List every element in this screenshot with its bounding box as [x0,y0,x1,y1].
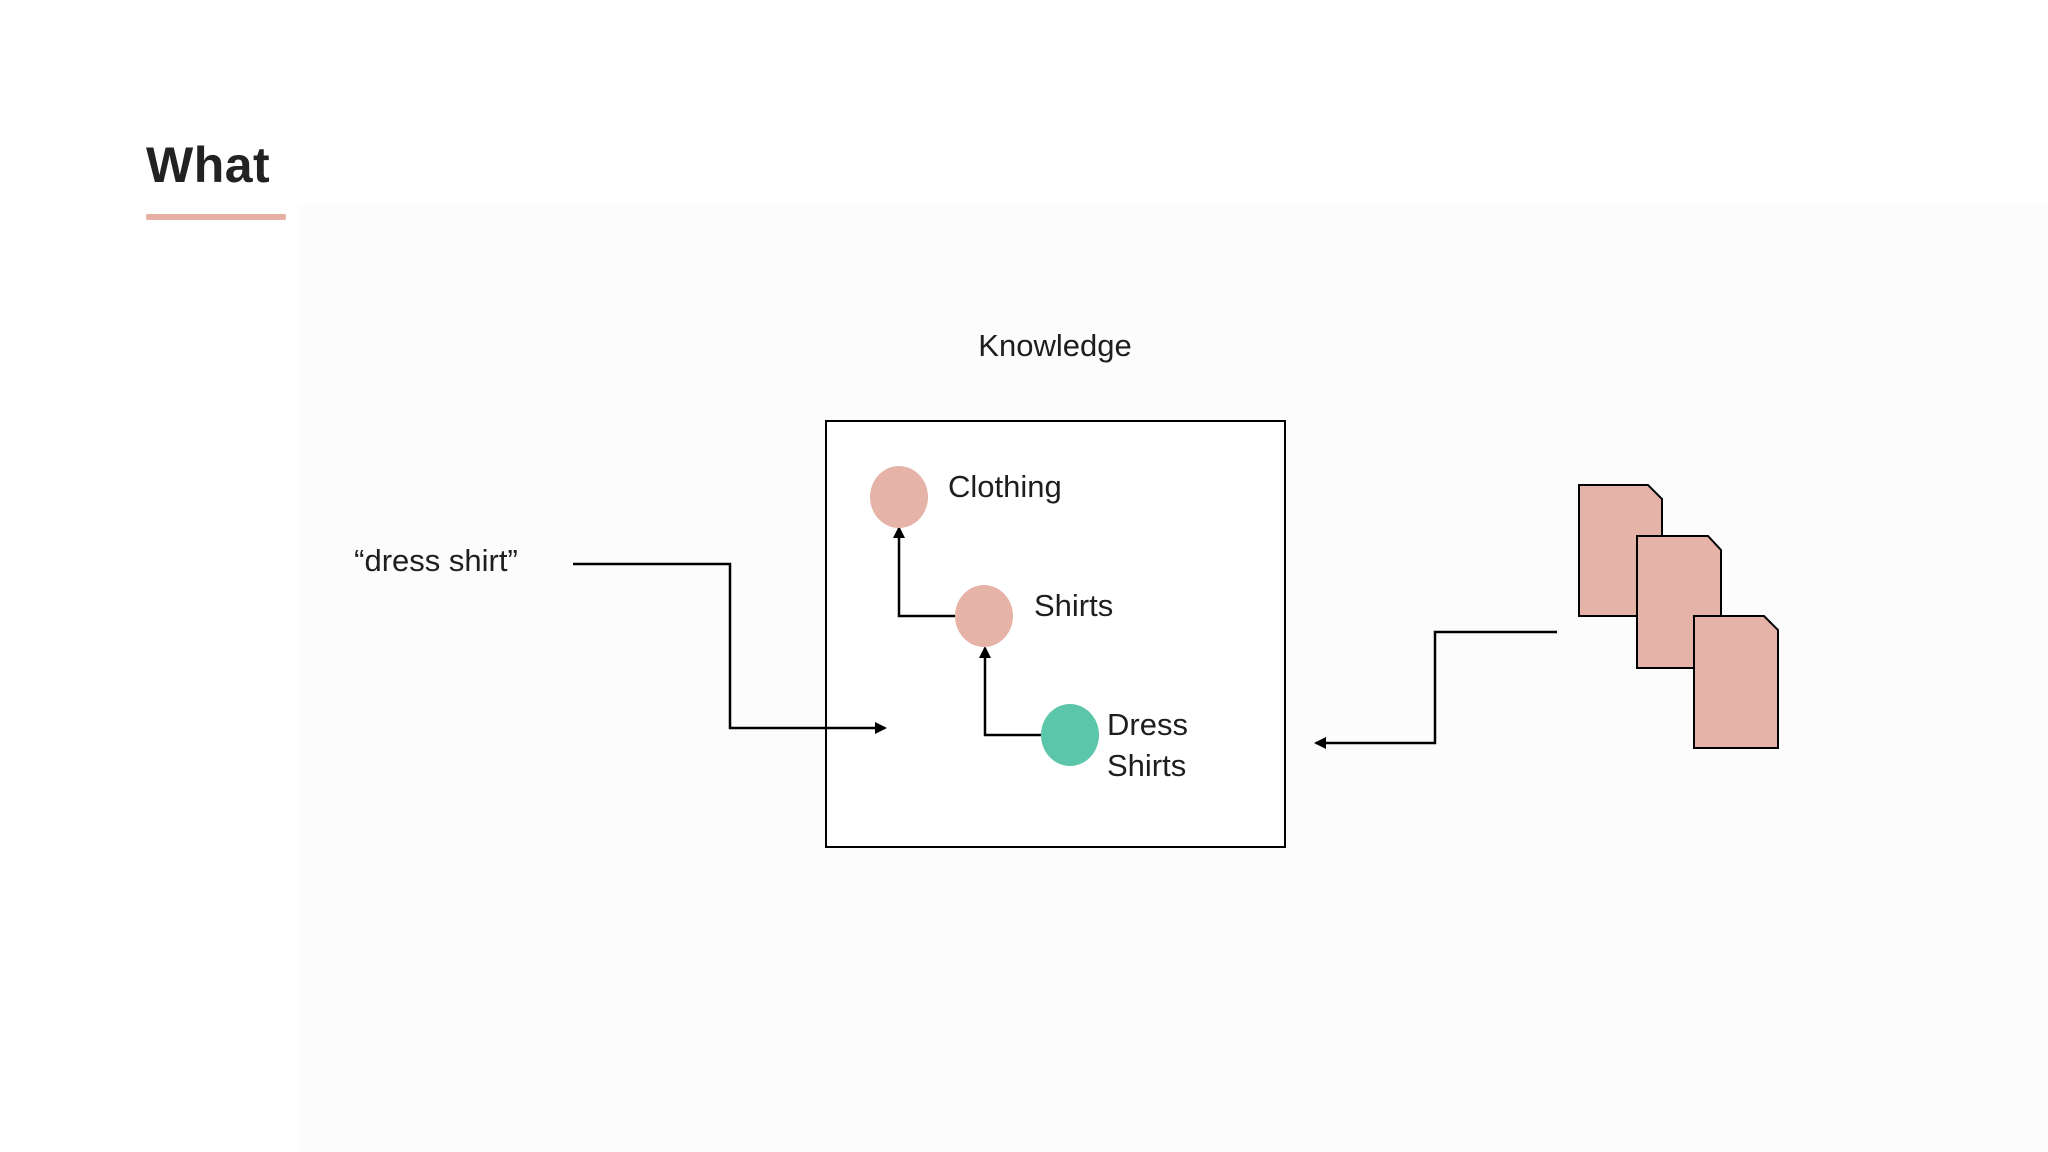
node-label-shirts-line2: Shirts [1107,748,1186,783]
query-label: “dress shirt” [354,543,518,578]
dress-shirts-to-shirts-arrow [979,646,1041,737]
node-dress-shirts [1041,704,1099,766]
node-label-dress: Dress [1107,707,1188,742]
knowledge-label: Knowledge [978,328,1131,363]
stacked-documents-icon [1578,484,1779,749]
node-label-shirts: Shirts [1034,588,1113,623]
documents-arrow [1314,630,1557,749]
title-underline [146,214,286,220]
node-shirts [955,585,1013,647]
document-icon-front [1693,615,1779,749]
node-clothing [870,466,928,528]
node-label-clothing: Clothing [948,469,1062,504]
slide-title: What [146,137,271,193]
shirts-to-clothing-arrow [893,526,956,618]
query-arrow [573,562,887,734]
